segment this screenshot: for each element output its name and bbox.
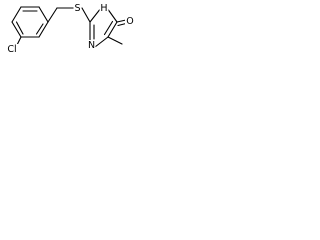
- methyl-bond: [107, 36, 123, 45]
- pyrimidine-h-label: H: [100, 3, 107, 14]
- sulfur-label: S: [74, 3, 80, 14]
- chemical-structure-diagram: Cl S H N O: [0, 0, 144, 74]
- nh-label-background: [99, 2, 109, 14]
- benzyl-ch2-bond: [47, 7, 58, 23]
- atom-labels: Cl S H N O: [4, 2, 135, 55]
- carbonyl-oxygen-label: O: [126, 16, 133, 27]
- thioether-bond-right: [81, 7, 91, 23]
- pyrimidine-ring: [89, 7, 118, 48]
- carbonyl-double-bond: [116, 19, 127, 27]
- pyrimidine-n-label: N: [88, 40, 95, 51]
- chlorine-label: Cl: [7, 44, 16, 55]
- benzene-ring: [11, 6, 49, 38]
- sulfur-label-background: [73, 3, 82, 14]
- oxygen-label-background: [125, 16, 135, 27]
- chlorine-label-background: [4, 44, 20, 55]
- ring-n-label-background: [87, 40, 96, 51]
